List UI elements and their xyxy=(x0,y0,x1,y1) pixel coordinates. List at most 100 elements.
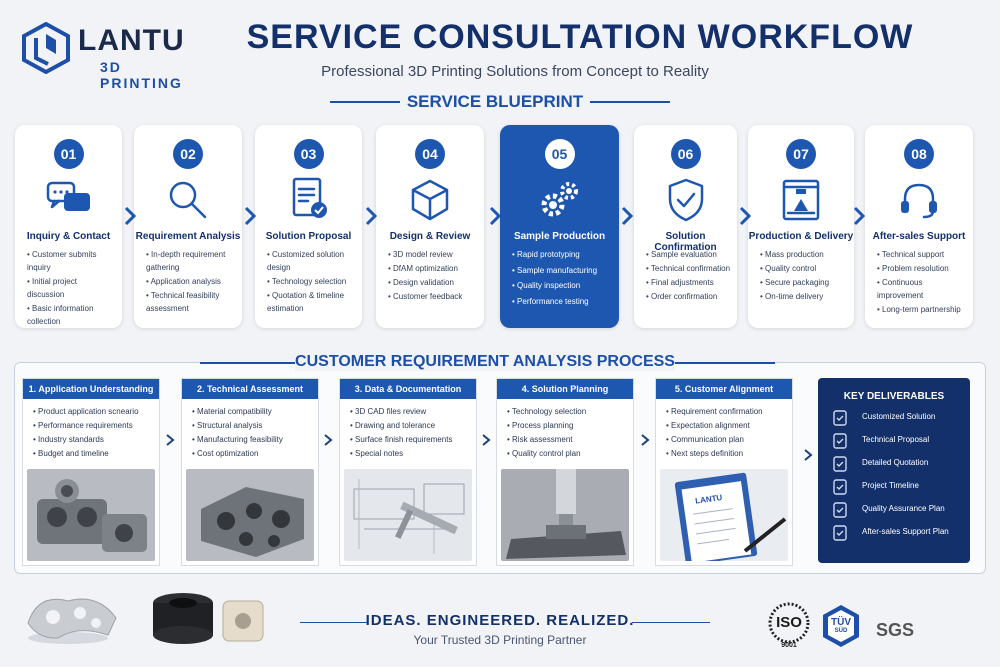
stage-item: 3D CAD files review xyxy=(350,405,468,419)
stage-item: Drawing and tolerance xyxy=(350,419,468,433)
calendar-icon xyxy=(833,479,847,495)
deliverable-item: Technical Proposal xyxy=(832,433,962,449)
chevron-right-icon xyxy=(481,433,491,447)
chevron-right-icon xyxy=(364,206,378,226)
stage-item: Special notes xyxy=(350,447,468,461)
brand-subtitle: 3D PRINTING xyxy=(100,59,183,91)
step-item: Performance testing xyxy=(512,295,613,310)
shield-badge-icon xyxy=(833,502,847,518)
stage-title: 2. Technical Assessment xyxy=(182,379,318,399)
stage-image-printer-nozzle xyxy=(501,469,629,561)
stage-items: Technology selectionProcess planningRisk… xyxy=(497,399,633,469)
analysis-stage-card: 2. Technical AssessmentMaterial compatib… xyxy=(181,378,319,566)
deliverable-item: After-sales Support Plan xyxy=(832,525,962,541)
gears-icon xyxy=(535,175,585,225)
deliverable-item: Quality Assurance Plan xyxy=(832,502,962,518)
divider xyxy=(300,622,368,623)
chevron-right-icon xyxy=(165,433,175,447)
step-number: 04 xyxy=(415,139,445,169)
step-item: In-depth requirement gathering xyxy=(146,248,236,274)
step-item: Technical support xyxy=(877,248,967,261)
analysis-stage-card: 3. Data & Documentation 3D CAD files revi… xyxy=(339,378,477,566)
deliverable-item: Detailed Quotation xyxy=(832,456,962,472)
step-item: DfAM optimization xyxy=(388,262,478,275)
stage-item: Requirement confirmation xyxy=(666,405,784,419)
stage-item: Technology selection xyxy=(507,405,625,419)
chevron-right-icon xyxy=(323,433,333,447)
step-item: Sample evaluation xyxy=(646,248,731,261)
divider xyxy=(590,101,670,103)
stage-title: 4. Solution Planning xyxy=(497,379,633,399)
stage-item: Industry standards xyxy=(33,433,151,447)
divider xyxy=(675,362,775,364)
chevron-right-icon xyxy=(738,206,752,226)
deliverable-label: Project Timeline xyxy=(862,481,919,490)
step-title: Solution Proposal xyxy=(265,231,352,242)
stage-item: Cost optimization xyxy=(192,447,310,461)
stage-item: Manufacturing feasibility xyxy=(192,433,310,447)
chevron-right-icon xyxy=(488,206,502,226)
stage-item: Budget and timeline xyxy=(33,447,151,461)
step-item: Application analysis xyxy=(146,275,236,288)
chevron-right-icon xyxy=(640,433,650,447)
iso-seal-icon xyxy=(768,602,810,644)
brand-name: LANTU xyxy=(78,24,185,57)
tuv-cert-badge: TÜV SÜD xyxy=(822,604,860,648)
product-samples-image xyxy=(27,593,264,644)
deliverable-item: Customized Solution xyxy=(832,410,962,426)
shield-check-icon xyxy=(661,175,711,225)
divider xyxy=(330,101,400,103)
chevron-right-icon xyxy=(123,206,137,226)
gear-badge-icon xyxy=(833,410,847,426)
analysis-title: CUSTOMER REQUIREMENT ANALYSIS PROCESS xyxy=(295,353,675,371)
step-item: Quotation & timeline estimation xyxy=(267,289,356,315)
stage-item: Product application scneario xyxy=(33,405,151,419)
analysis-stage-card: 4. Solution PlanningTechnology selection… xyxy=(496,378,634,566)
step-item: Customer feedback xyxy=(388,290,478,303)
step-title: Production & Delivery xyxy=(748,231,854,242)
stage-item: Next steps definition xyxy=(666,447,784,461)
iso-label: ISO xyxy=(776,614,802,631)
sgs-label: SGS xyxy=(876,620,915,640)
step-item: Customer submits inquiry xyxy=(27,248,116,274)
step-item: Customized solution design xyxy=(267,248,356,274)
stage-image-drawing-caliper xyxy=(344,469,472,561)
stage-title: 5. Customer Alignment xyxy=(656,379,792,399)
step-item: Initial project discussion xyxy=(27,275,116,301)
iso-cert-badge: ISO 9001 xyxy=(768,602,810,652)
step-number: 02 xyxy=(173,139,203,169)
tuv-label: TÜV xyxy=(831,617,851,628)
deliverable-label: Quality Assurance Plan xyxy=(862,504,945,513)
stage-items: Product application scnearioPerformance … xyxy=(23,399,159,469)
footer-subline: Your Trusted 3D Printing Partner xyxy=(413,633,587,647)
stage-title: 3. Data & Documentation xyxy=(340,379,476,399)
deliverable-label: After-sales Support Plan xyxy=(862,527,949,536)
stage-image-lattice-part xyxy=(186,469,314,561)
tuv-sub: SÜD xyxy=(834,628,848,634)
step-number: 03 xyxy=(293,139,324,169)
analysis-stage-card: 1. Application UnderstandingProduct appl… xyxy=(22,378,160,566)
stage-title: 1. Application Understanding xyxy=(23,379,159,399)
step-items: In-depth requirement gatheringApplicatio… xyxy=(146,248,236,316)
document-check-icon xyxy=(284,175,334,225)
tuv-hexagon-icon xyxy=(823,605,859,647)
step-item: Technology selection xyxy=(267,275,356,288)
stage-item: Material compatibility xyxy=(192,405,310,419)
step-item: Order confirmation xyxy=(646,290,731,303)
chevron-right-icon xyxy=(803,448,813,462)
step-number: 07 xyxy=(786,139,816,169)
step-item: Technical feasibility assessment xyxy=(146,289,236,315)
step-number: 08 xyxy=(904,139,934,169)
step-items: Mass productionQuality controlSecure pac… xyxy=(760,248,848,304)
step-item: Secure packaging xyxy=(760,276,848,289)
step-items: Customized solution designTechnology sel… xyxy=(267,248,356,316)
analysis-stage-card: 5. Customer AlignmentRequirement confirm… xyxy=(655,378,793,566)
stage-image-metal-parts xyxy=(27,469,155,561)
